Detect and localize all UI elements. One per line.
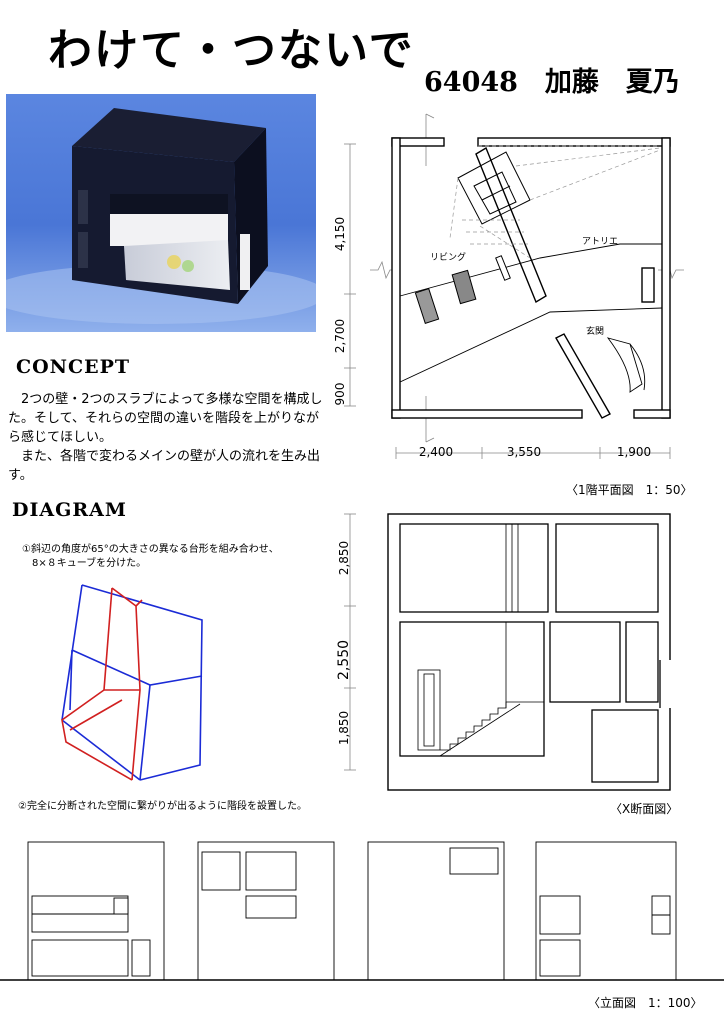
section-dim-3: 1,850: [337, 711, 351, 745]
elevation-3: [367, 841, 505, 981]
concept-heading: CONCEPT: [16, 356, 131, 378]
concept-text: 2つの壁・2つのスラブによって多様な空間を構成した。そして、それらの空間の違いを…: [8, 390, 326, 485]
room-label-entrance: 玄関: [586, 325, 604, 337]
model-photo: [6, 94, 316, 332]
concept-paragraph: また、各階で変わるメインの壁が人の流れを生み出す。: [8, 449, 321, 483]
cube-diagram: [61, 584, 203, 781]
section-dim-1: 2,850: [337, 541, 351, 575]
board-title: わけて・つないで: [48, 25, 415, 76]
diagram-heading: DIAGRAM: [12, 499, 127, 521]
elevation-1: [27, 841, 165, 981]
room-label-living: リビング: [430, 251, 466, 263]
elevation-4: [535, 841, 677, 981]
section-dim-2: 2,550: [336, 640, 352, 680]
concept-paragraph: 2つの壁・2つのスラブによって多様な空間を構成した。そして、それらの空間の違いを…: [8, 392, 323, 445]
section-caption: 〈X断面図〉: [610, 802, 679, 816]
section-drawing: 2,850 2,550 1,850: [336, 513, 672, 791]
author-name: 64048 加藤 夏乃: [424, 67, 680, 98]
plan-dim-h1: 2,400: [419, 445, 453, 459]
floor-plan: 4,150 2,700 900 2,400 3,550 1,900: [333, 113, 684, 459]
room-label-atelier: アトリエ: [582, 237, 618, 247]
diagram-step-2: ②完全に分断された空間に繋がりが出るように階段を設置した。: [18, 801, 307, 812]
diagram-step-1-line1: ①斜辺の角度が65°の大きさの異なる台形を組み合わせ、: [22, 544, 279, 555]
plan-caption: 〈1階平面図 1：50〉: [566, 483, 693, 497]
dimension-labels-vertical: 4,150 2,700 900: [333, 217, 347, 406]
diagram-step-1: ①斜辺の角度が65°の大きさの異なる台形を組み合わせ、 8×８キューブを分けた。: [22, 543, 322, 571]
plan-dim-v1: 4,150: [333, 217, 347, 251]
plan-dim-v2: 2,700: [333, 319, 347, 353]
diagram-step-1-line2: 8×８キューブを分けた。: [32, 558, 147, 569]
elevation-caption: 〈立面図 1：100〉: [588, 996, 703, 1010]
plan-dim-h3: 1,900: [617, 445, 651, 459]
plan-dim-v3: 900: [333, 383, 347, 406]
elevation-drawings: [0, 841, 724, 981]
elevation-2: [197, 841, 335, 981]
plan-dim-h2: 3,550: [507, 445, 541, 459]
